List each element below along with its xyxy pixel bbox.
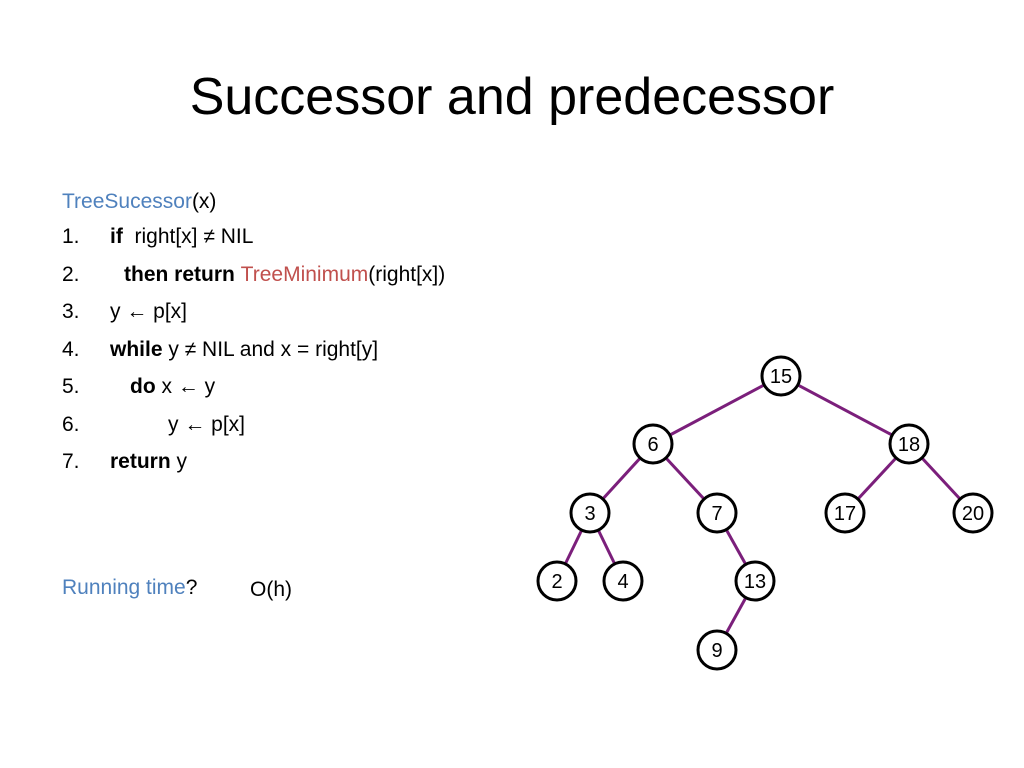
line-number: 1. — [62, 225, 80, 248]
line-number: 2. — [62, 262, 80, 286]
code-line: 2. then return TreeMinimum(right[x]) — [62, 256, 445, 294]
keyword: then return — [124, 262, 241, 286]
code-line: 6. y ← p[x] — [62, 406, 245, 444]
code-lines: 1. if right[x] ≠ NIL 2. then return TreeMin… — [62, 218, 445, 481]
tree-node-label: 2 — [551, 571, 562, 593]
keyword: return — [110, 450, 171, 473]
running-time-complexity: O(h) — [250, 578, 292, 601]
line-code: y ← p[x] — [110, 293, 187, 331]
line-number: 7. — [62, 450, 80, 473]
tree-node-label: 18 — [898, 434, 920, 456]
tree-node-circle — [824, 492, 866, 534]
code-line: 5. do x ← y — [62, 368, 216, 406]
tree-node-label: 3 — [584, 503, 595, 525]
function-name: TreeSucessor — [62, 190, 192, 213]
code-line: 1. if right[x] ≠ NIL — [62, 218, 253, 256]
tree-node-2: 2 — [536, 560, 578, 602]
code-text: (right[x]) — [368, 262, 446, 286]
code-text: y ≠ NIL and x = right[y] — [162, 337, 379, 361]
tree-node-label: 17 — [834, 503, 856, 525]
tree-node-7: 7 — [696, 492, 738, 534]
keyword: if — [110, 225, 123, 248]
line-number: 6. — [62, 412, 80, 436]
tree-nodes: 15 6 18 3 7 17 20 2 4 13 9 — [536, 355, 994, 671]
tree-node-label: 13 — [744, 571, 766, 593]
line-code: if right[x] ≠ NIL — [110, 218, 253, 256]
tree-node-label: 4 — [617, 571, 628, 593]
line-code: while y ≠ NIL and x = right[y] — [110, 331, 378, 369]
code-text: right[x] ≠ NIL — [122, 225, 254, 248]
tree-node-label: 15 — [770, 366, 792, 388]
line-code: do x ← y — [130, 368, 215, 406]
line-number: 3. — [62, 300, 80, 323]
keyword: do — [130, 375, 156, 398]
pseudocode-block: TreeSucessor(x) 1. if right[x] ≠ NIL 2. the… — [62, 186, 445, 481]
function-args: (x) — [191, 190, 217, 213]
tree-node-6: 6 — [632, 423, 674, 465]
tree-node-13: 13 — [734, 560, 776, 602]
code-text: y ← p[x] — [168, 412, 246, 436]
code-text: y ← p[x] — [110, 300, 188, 323]
tree-node-label: 9 — [711, 640, 722, 662]
function-header: TreeSucessor(x) — [62, 186, 216, 218]
line-code: y ← p[x] — [168, 406, 245, 444]
tree-node-label: 7 — [711, 503, 722, 525]
line-number: 4. — [62, 337, 80, 361]
tree-node-4: 4 — [602, 560, 644, 602]
tree-node-circle — [536, 560, 578, 602]
slide-title: Successor and predecessor — [189, 68, 835, 126]
line-code: then return TreeMinimum(right[x]) — [124, 256, 445, 294]
tree-node-15: 15 — [760, 355, 802, 397]
tree-node-circle — [952, 492, 994, 534]
code-line: 3. y ← p[x] — [62, 293, 216, 331]
tree-node-circle — [696, 629, 738, 671]
running-time: Running time? O(h) — [62, 573, 292, 603]
tree-node-9: 9 — [696, 629, 738, 671]
tree-node-circle — [569, 492, 611, 534]
tree-edge-15-18 — [780, 374, 910, 446]
tree-node-circle — [734, 560, 776, 602]
running-time-label: Running time — [62, 576, 186, 599]
tree-node-circle — [696, 492, 738, 534]
line-code: return y — [110, 443, 187, 481]
tree-edge-15-6 — [652, 374, 782, 446]
tree-node-17: 17 — [824, 492, 866, 534]
tree-node-circle — [888, 423, 930, 465]
running-time-qmark: ? — [185, 576, 198, 599]
tree-node-circle — [760, 355, 802, 397]
function-call: TreeMinimum — [240, 262, 369, 286]
code-line: 7. return y — [62, 443, 216, 481]
tree-node-circle — [602, 560, 644, 602]
line-number: 5. — [62, 375, 80, 398]
tree-node-label: 6 — [647, 434, 658, 456]
tree-node-18: 18 — [888, 423, 930, 465]
keyword: while — [110, 337, 163, 361]
tree-node-label: 20 — [962, 503, 984, 525]
code-text: x ← y — [155, 375, 216, 398]
tree-node-20: 20 — [952, 492, 994, 534]
tree-node-circle — [632, 423, 674, 465]
code-text: y — [170, 450, 188, 473]
code-line: 4. while y ≠ NIL and x = right[y] — [62, 331, 378, 369]
tree-edges — [555, 374, 975, 651]
tree-node-3: 3 — [569, 492, 611, 534]
